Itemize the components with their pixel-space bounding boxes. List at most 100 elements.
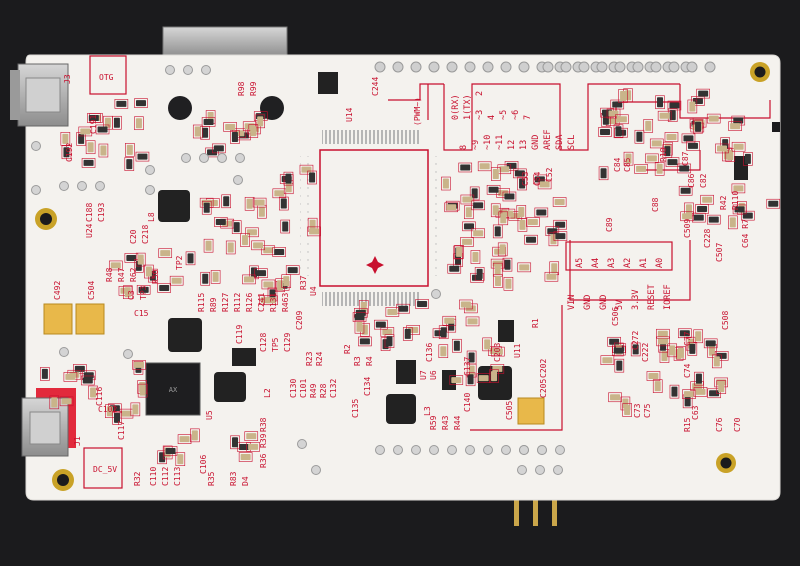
c241-label: C241 [257,293,266,312]
smd-component [163,446,178,456]
u6-label: U6 [429,370,438,380]
smd-component [214,217,228,227]
smd-component [643,119,654,133]
smd-component [460,237,474,247]
smd-component [687,342,698,356]
through-hole-pad [145,185,155,195]
r15-label: R15 [683,417,692,432]
shield-tab [162,26,288,58]
power-pin-label: 5V [615,300,625,310]
smd-component [307,226,321,237]
smd-component [544,271,559,282]
r99-label: R99 [249,81,258,96]
analog-pin-label: A5 [575,258,585,268]
header-pin [560,61,572,73]
smd-component [493,274,503,288]
smd-component [622,403,632,417]
through-hole-pad [217,153,227,163]
c193-label: C193 [97,203,106,222]
smd-component [175,452,186,466]
smd-component [517,176,527,191]
c505-label: C505 [505,401,514,420]
through-hole-pad [393,445,403,455]
digital-pin-label-prefix: 2 [475,91,485,96]
smd-component [447,263,462,274]
r2-label: R2 [343,344,352,354]
through-hole-pad [483,445,493,455]
c188-label: C188 [85,203,94,222]
through-hole-pad [447,445,457,455]
digital-pin-label: 1(TX) [463,94,473,120]
r127-label: R127 [221,293,230,312]
smd-component [552,197,567,207]
through-hole-pad [235,153,245,163]
smd-component [136,285,151,295]
smd-component [526,217,540,227]
tantalum-capacitors [43,303,545,425]
c77-label: C77 [683,331,692,346]
r47-label: R47 [117,267,126,282]
smd-component [248,124,259,138]
through-hole-pad [465,445,475,455]
smd-component [476,373,491,383]
header-pin [632,61,644,73]
smd-component [743,152,753,166]
smd-component [459,299,473,310]
smd-component [634,164,648,174]
smd-component [462,221,476,232]
power-pin-label: GND [599,295,609,310]
smd-component [449,375,464,385]
header-pin [410,61,422,73]
digital-pin-label: 7 [523,115,533,120]
digital-pin-label: ~6 [511,110,521,120]
smd-component [489,369,499,383]
c88-label: C88 [651,197,660,212]
c87-label: C87 [681,151,690,166]
through-hole-pad [297,439,307,449]
smd-component [264,295,278,306]
smd-component [307,170,317,185]
smd-component [465,316,480,327]
top-header-pins [374,61,716,73]
c140-label: C140 [463,393,472,412]
smd-component [272,247,286,257]
r131-label: R131 [269,293,278,312]
through-hole-pad [501,445,511,455]
through-hole-pad [77,181,87,191]
smd-component [469,186,480,201]
smd-component [678,185,693,196]
power-pin-label: VIN [567,295,577,310]
smd-component [231,220,242,234]
u14-label: U14 [345,107,354,122]
c112-label: C112 [161,467,170,486]
smd-component [667,100,682,111]
usb-otg-connector [10,63,69,127]
smd-component [667,343,678,358]
smd-component [502,191,517,202]
power-pin-label: GND [583,295,593,310]
smd-component [108,260,123,271]
header-pin [464,61,476,73]
digital-pin-label: 12 [507,140,517,150]
smd-component [655,95,665,110]
r43-label: R43 [441,415,450,430]
r4-label: R4 [365,356,374,366]
header-pin [686,61,698,73]
bottom-pin-leads [514,490,557,526]
dc5v-label: DC_5V [93,465,117,474]
usb-power-connector [21,388,76,457]
header-pin [428,61,440,73]
through-hole-pad [375,445,385,455]
smd-component [244,196,255,211]
c272-label: C272 [631,331,640,350]
smd-component [98,143,109,158]
r463-label: R463 [281,293,290,312]
r37-label: R37 [299,275,308,290]
smd-component [134,98,148,108]
through-hole-pad [181,153,191,163]
r24-label: R24 [315,351,324,366]
smd-component [230,435,240,450]
c113-label: C113 [173,467,182,486]
smd-component [686,141,700,151]
